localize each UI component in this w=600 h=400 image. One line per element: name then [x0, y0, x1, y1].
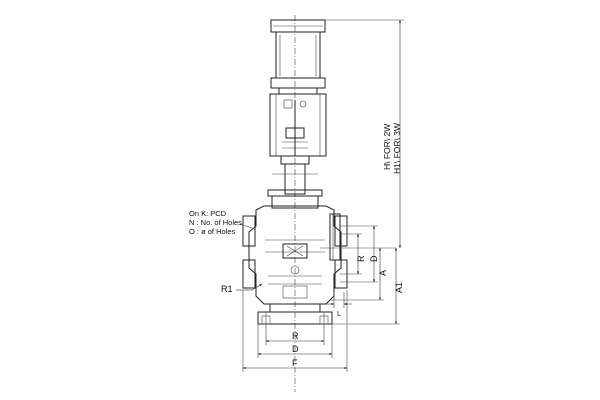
dim-label-f: F: [292, 358, 298, 368]
dim-label-r1: R1: [221, 284, 233, 294]
dim-label-a: A: [378, 270, 388, 276]
bottom-dimensions: [242, 290, 348, 372]
dim-label-r-bottom: R: [292, 331, 299, 341]
note-line-1: On K: PCD: [189, 209, 227, 218]
dim-label-r-side: R: [356, 255, 366, 262]
dim-label-a1: A1: [394, 282, 404, 293]
r1-leader: [236, 283, 263, 291]
note-line-2: N : No. of Holes: [189, 218, 242, 227]
dim-label-d-side: D: [369, 255, 379, 262]
yoke: [269, 93, 327, 157]
side-dimensions: [320, 19, 404, 325]
dim-label-d-bottom: D: [292, 344, 299, 354]
dim-label-h-2w: H\ FOR\ 2W: [382, 124, 392, 170]
actuator: [270, 19, 326, 95]
dim-label-l: L: [337, 309, 341, 318]
dim-label-h1-3w: H1\ FOR\ 3W: [392, 123, 402, 174]
bottom-flange: [257, 303, 333, 325]
bonnet: [267, 155, 323, 209]
note-leader: [239, 223, 253, 229]
note-line-3: O : ø of Holes: [189, 227, 236, 236]
